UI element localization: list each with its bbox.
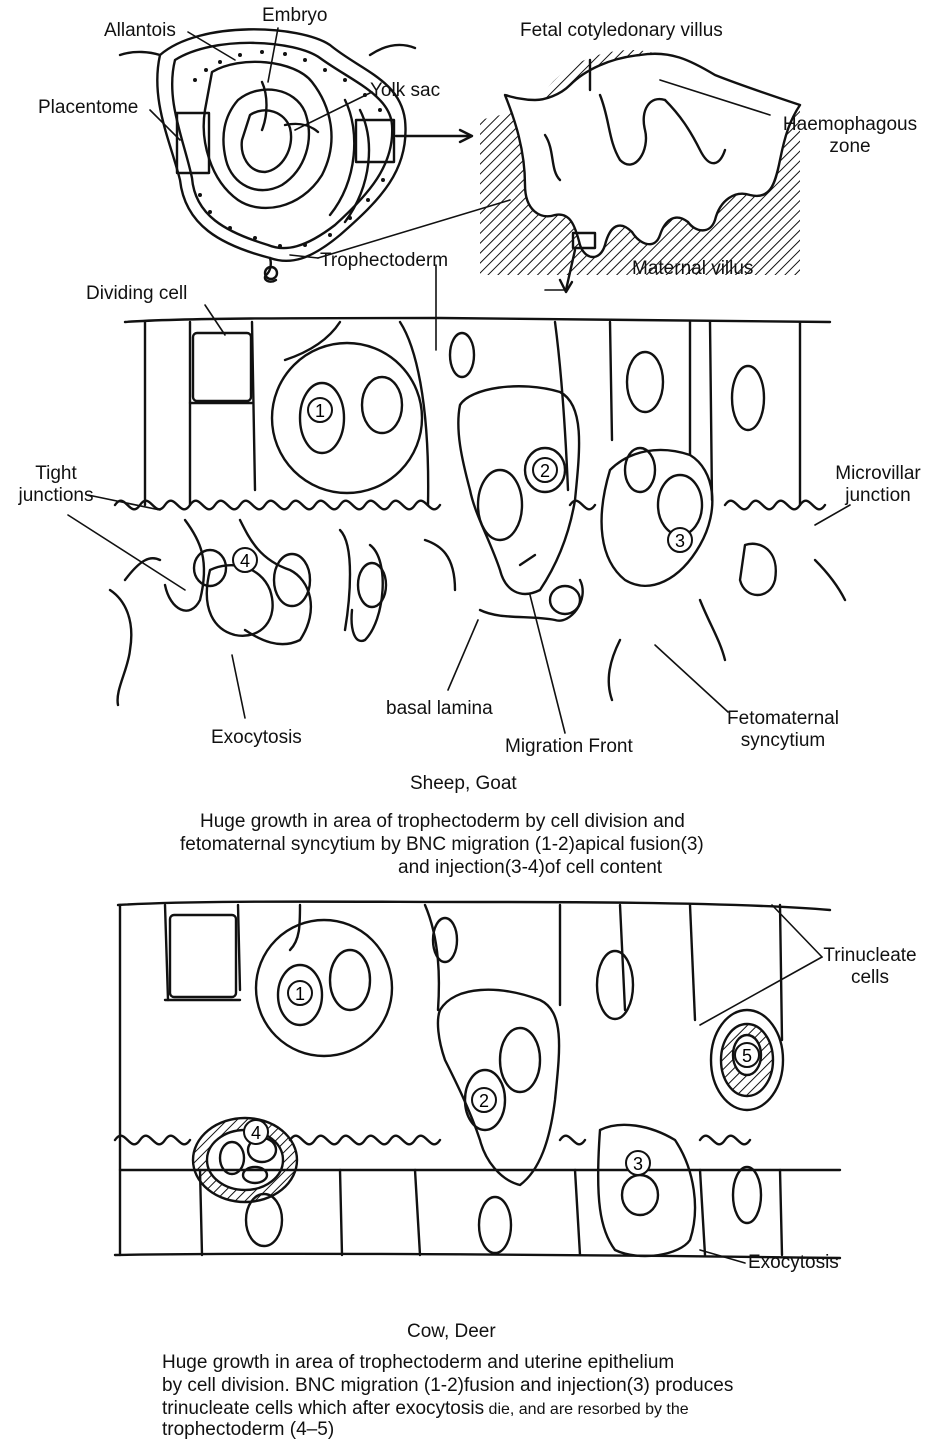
- caption-cow-line3b: die, and are resorbed by the: [484, 1401, 689, 1418]
- cell-number-top-2: 2: [540, 461, 550, 481]
- placentome-detail: [480, 50, 800, 292]
- label-embryo: Embryo: [262, 5, 327, 27]
- label-migration-front: Migration Front: [505, 736, 633, 758]
- caption-sheep-line2: fetomaternal syncytium by BNC migration …: [180, 833, 704, 856]
- label-trinucleate-cells: Trinucleate cells: [810, 945, 930, 989]
- caption-cow-line1: Huge growth in area of trophectoderm and…: [162, 1351, 674, 1374]
- cell-number-top-4: 4: [240, 551, 250, 571]
- label-fetal-villus: Fetal cotyledonary villus: [520, 20, 723, 42]
- caption-cow-line4: trophectoderm (4–5): [162, 1418, 334, 1441]
- caption-cow-line3a: trinucleate cells which after exocytosis: [162, 1398, 484, 1419]
- sheep-epithelium: [110, 318, 845, 705]
- label-yolk-sac: Yolk sac: [370, 80, 440, 102]
- conceptus-drawing: [120, 29, 472, 281]
- label-haemophagous-line2: zone: [770, 136, 930, 158]
- label-maternal-villus: Maternal villus: [632, 258, 753, 280]
- caption-cow-title: Cow, Deer: [407, 1320, 496, 1343]
- label-microvillar-line1: Microvillar: [820, 463, 936, 485]
- label-tight-junctions-line1: Tight: [8, 463, 104, 485]
- label-fetomaternal-line2: syncytium: [718, 730, 848, 752]
- cell-number-bottom-1: 1: [295, 984, 305, 1004]
- cell-number-top-1: 1: [315, 401, 325, 421]
- label-exocytosis-bottom: Exocytosis: [748, 1252, 839, 1274]
- label-trinucleate-line1: Trinucleate: [810, 945, 930, 967]
- label-haemophagous: Haemophagous zone: [770, 114, 930, 158]
- cow-epithelium: [115, 902, 840, 1258]
- label-tight-junctions: Tight junctions: [8, 463, 104, 507]
- label-placentome: Placentome: [38, 97, 138, 119]
- cell-number-bottom-5: 5: [742, 1046, 752, 1066]
- cell-number-bottom-2: 2: [479, 1091, 489, 1111]
- label-tight-junctions-line2: junctions: [8, 485, 104, 507]
- label-trophectoderm: Trophectoderm: [320, 250, 448, 272]
- caption-sheep-line1: Huge growth in area of trophectoderm by …: [200, 810, 685, 833]
- caption-sheep-line3: and injection(3-4)of cell content: [398, 856, 662, 879]
- cell-number-bottom-4: 4: [251, 1123, 261, 1143]
- label-dividing-cell: Dividing cell: [86, 283, 187, 305]
- label-trinucleate-line2: cells: [810, 967, 930, 989]
- label-microvillar-junction: Microvillar junction: [820, 463, 936, 507]
- label-basal-lamina: basal lamina: [386, 698, 493, 720]
- label-fetomaternal-syncytium: Fetomaternal syncytium: [718, 708, 848, 752]
- label-fetomaternal-line1: Fetomaternal: [718, 708, 848, 730]
- label-allantois: Allantois: [104, 20, 176, 42]
- cell-number-top-3: 3: [675, 531, 685, 551]
- label-haemophagous-line1: Haemophagous: [770, 114, 930, 136]
- caption-sheep-title: Sheep, Goat: [410, 772, 517, 795]
- label-exocytosis-top: Exocytosis: [211, 727, 302, 749]
- caption-cow-line2: by cell division. BNC migration (1-2)fus…: [162, 1374, 733, 1397]
- label-microvillar-line2: junction: [820, 485, 936, 507]
- cell-number-bottom-3: 3: [633, 1154, 643, 1174]
